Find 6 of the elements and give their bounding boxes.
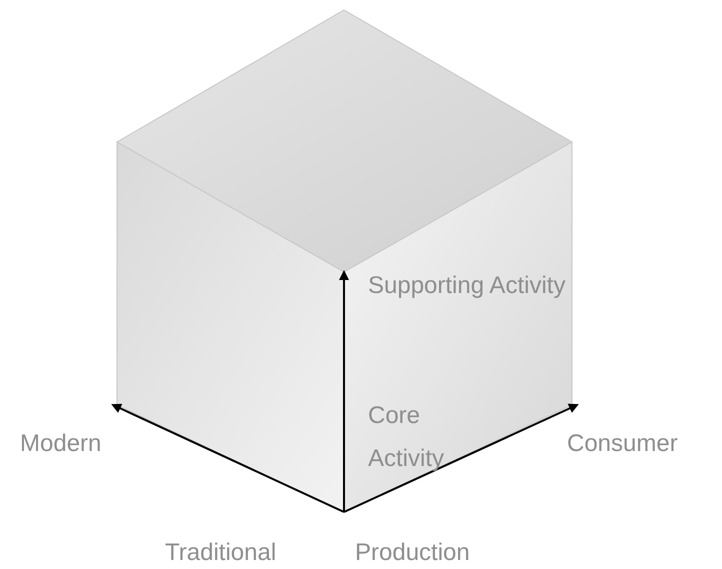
axis-label: Traditional (165, 538, 276, 568)
axis-label: Consumer (567, 429, 678, 459)
axis-label: Core Activity (368, 401, 446, 474)
axis-label: Production (355, 538, 470, 568)
axis-label: Supporting Activity (368, 271, 566, 301)
axis-label: Modern (20, 429, 102, 459)
